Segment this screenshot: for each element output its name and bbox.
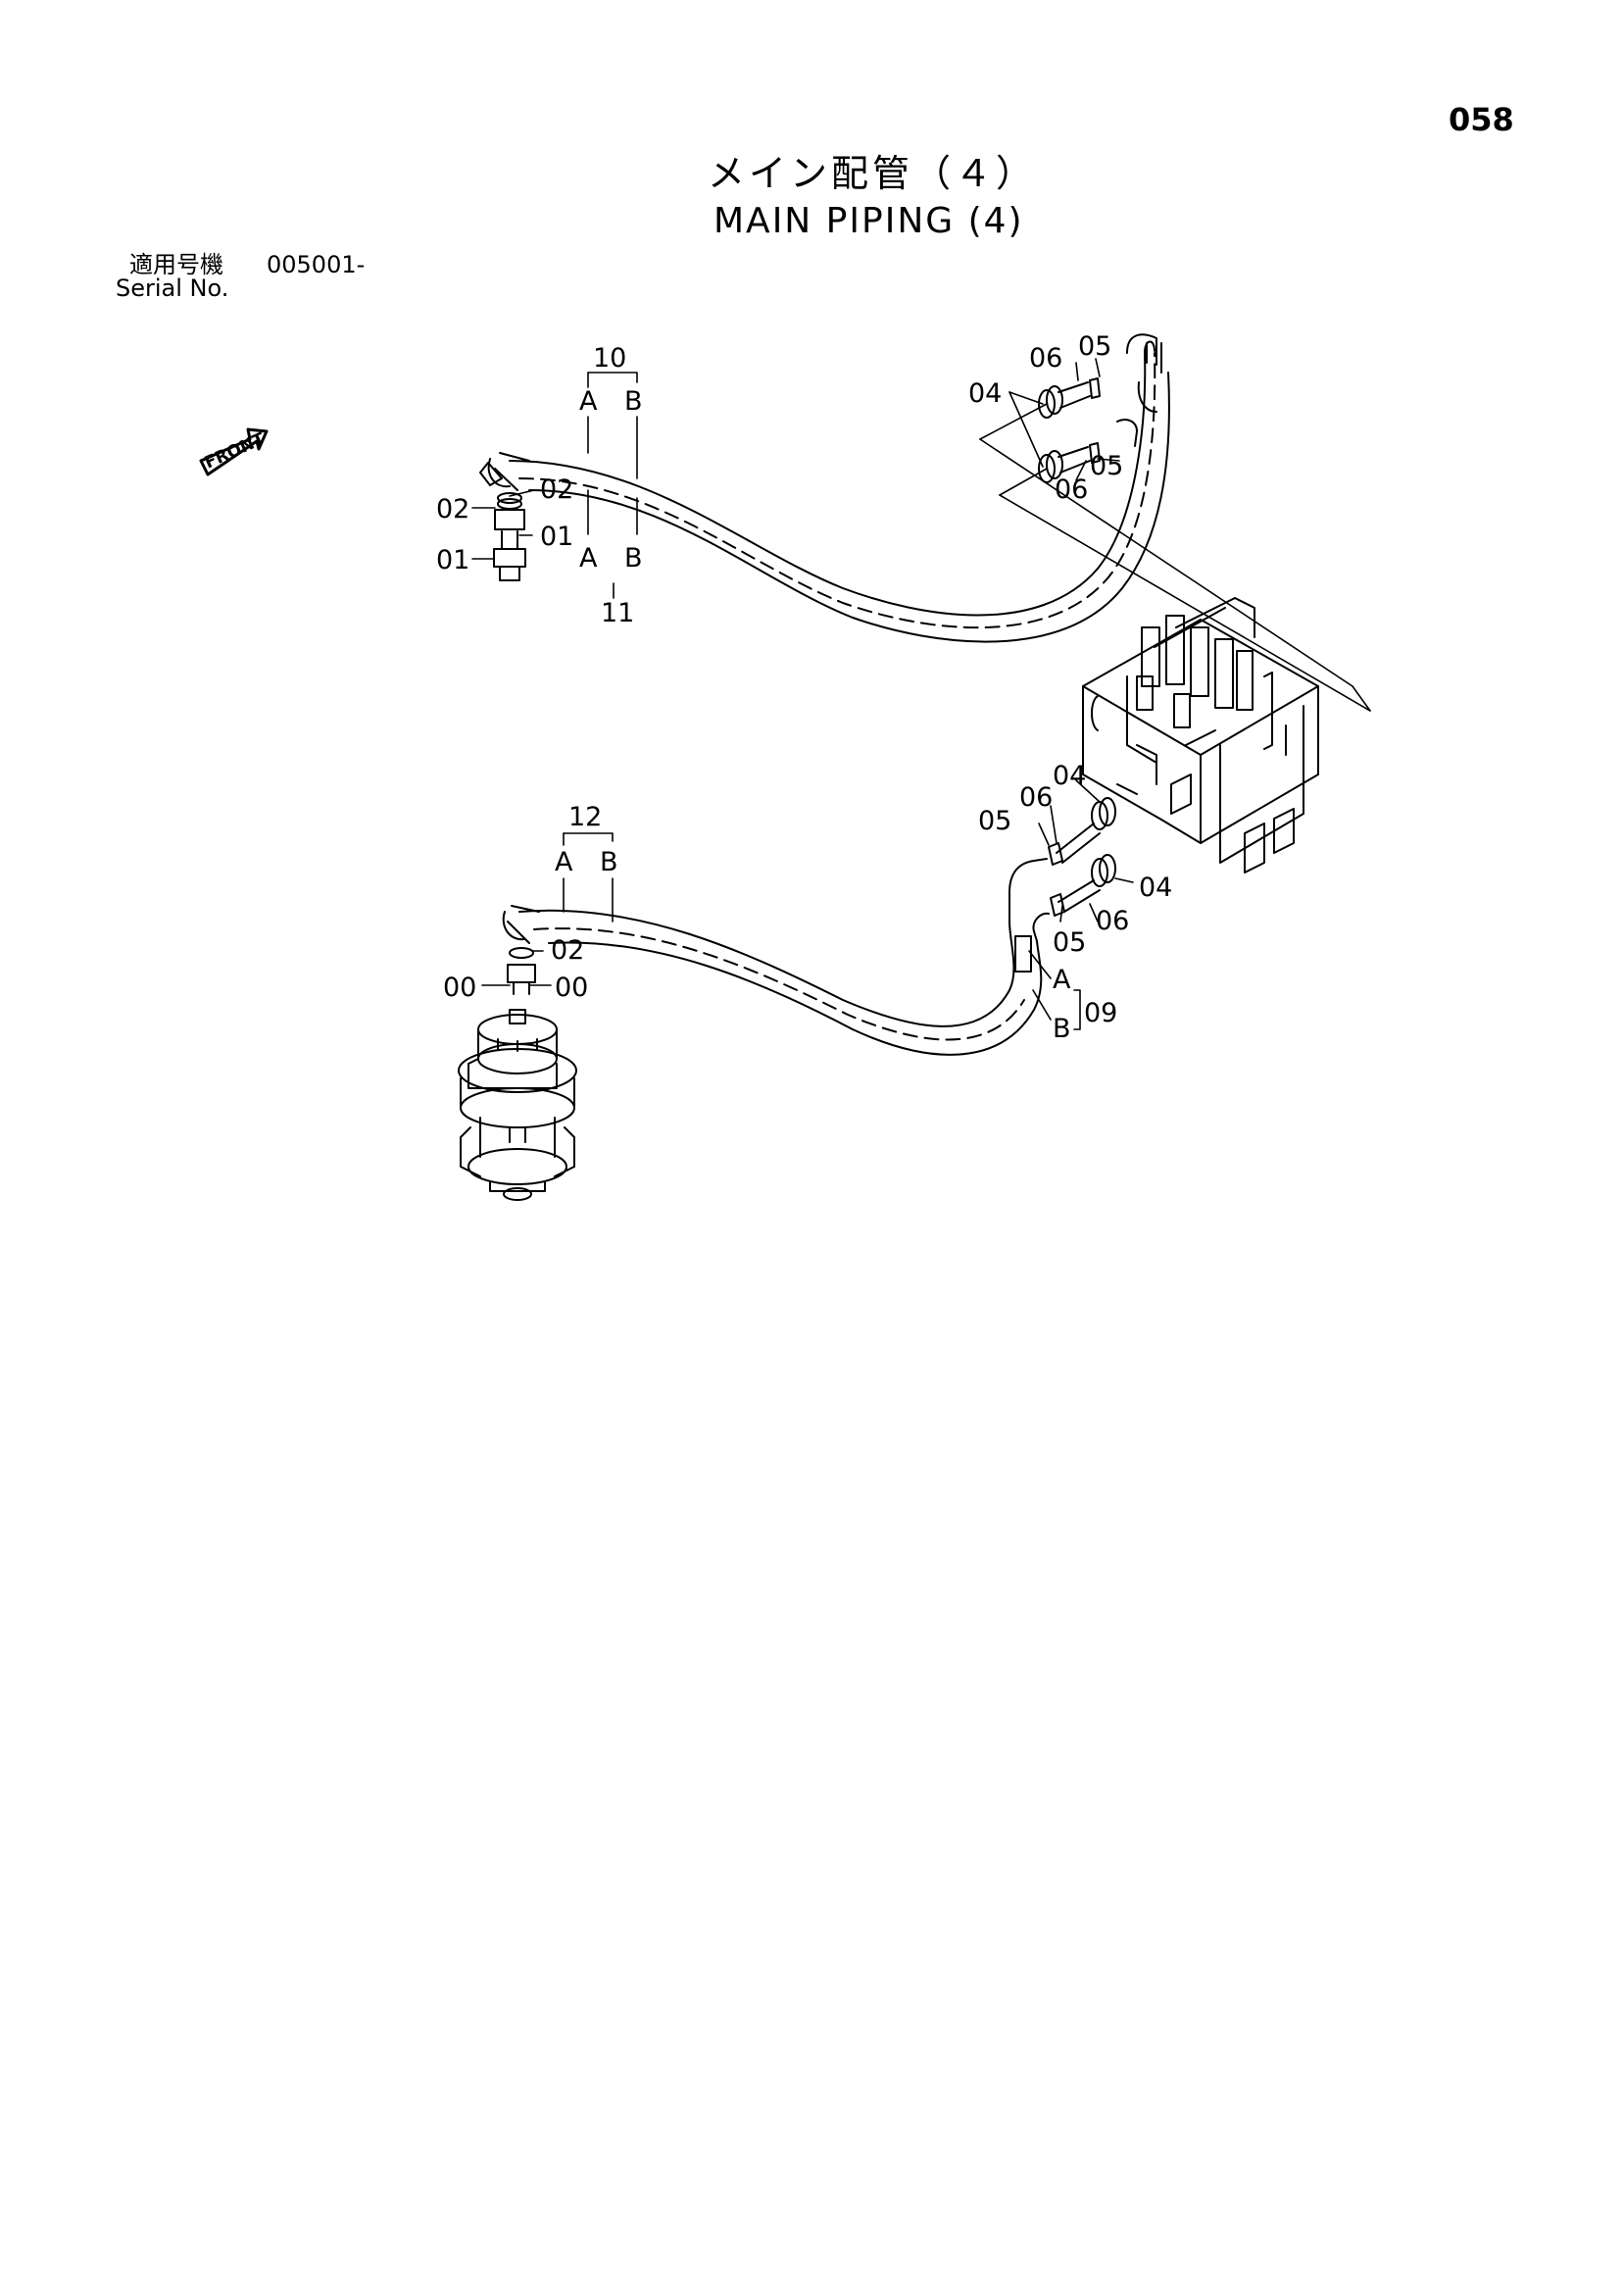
label-05-top: 05 — [1078, 331, 1111, 362]
label-06-top: 06 — [1029, 343, 1062, 374]
label-12-b: B — [600, 847, 618, 877]
label-09-a: A — [1053, 965, 1071, 995]
label-12-a: A — [555, 847, 573, 877]
label-06-lower-right: 06 — [1096, 906, 1129, 936]
lower-left-fittings — [502, 905, 540, 995]
label-04-lower-top: 04 — [1053, 761, 1086, 791]
lower-right-fittings — [1048, 797, 1116, 917]
label-11-a: A — [579, 543, 598, 574]
front-arrow-icon: FRONT — [199, 427, 269, 476]
label-10-b: B — [624, 386, 643, 417]
page-title-english: MAIN PIPING (4) — [713, 201, 1024, 241]
serial-label-english: Serial No. — [116, 275, 229, 302]
leader-lines — [471, 358, 1134, 1030]
label-05-mid: 05 — [1090, 451, 1123, 481]
upper-phantom-lines — [979, 403, 1371, 712]
label-hose-10: 10 — [593, 343, 626, 374]
label-05-lower: 05 — [1053, 927, 1086, 958]
label-02-upper-right: 02 — [540, 474, 573, 505]
label-09-b: B — [1053, 1014, 1071, 1044]
page-title-japanese: メイン配管（４） — [708, 152, 1038, 195]
control-valve — [1082, 597, 1319, 873]
label-01-right: 01 — [540, 522, 573, 552]
upper-right-fittings — [1038, 377, 1138, 483]
front-label: FRONT — [202, 429, 269, 474]
label-01-left: 01 — [436, 545, 469, 575]
label-05-lower-top: 05 — [978, 806, 1011, 836]
label-10-a: A — [579, 386, 598, 417]
label-04-lower-right: 04 — [1139, 873, 1172, 903]
center-joint — [458, 1009, 577, 1201]
serial-range: 005001- — [267, 251, 366, 278]
label-hose-09: 09 — [1084, 998, 1117, 1028]
label-06-mid: 06 — [1055, 474, 1088, 505]
serial-label-japanese: 適用号機 — [129, 251, 223, 278]
label-04-top: 04 — [968, 378, 1002, 409]
label-06-lower-top: 06 — [1019, 782, 1053, 813]
label-hose-11: 11 — [601, 598, 634, 628]
label-11-b: B — [624, 543, 643, 574]
label-02-upper-left: 02 — [436, 494, 469, 524]
label-00-right: 00 — [555, 973, 588, 1003]
page-number: 058 — [1449, 101, 1514, 138]
upper-hose-set — [509, 333, 1170, 643]
label-00-left: 00 — [443, 973, 476, 1003]
upper-left-fittings — [479, 452, 530, 581]
lower-hose-set — [518, 858, 1050, 1056]
label-02-lower: 02 — [551, 935, 584, 966]
label-hose-12: 12 — [568, 802, 602, 832]
